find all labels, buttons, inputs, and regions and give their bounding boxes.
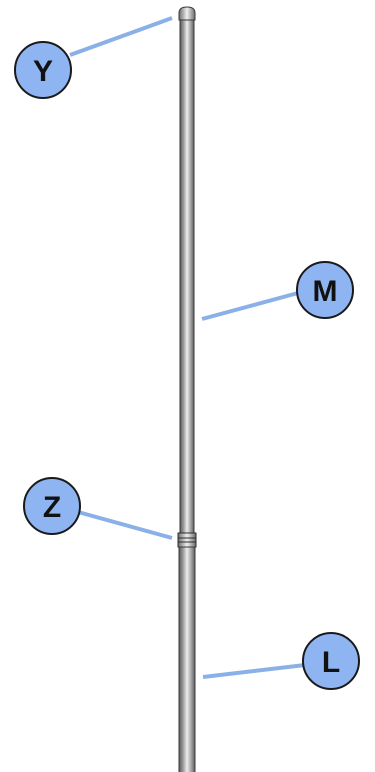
- callout-m-label: M: [313, 275, 338, 308]
- leader-line-z: [77, 510, 173, 540]
- callout-l: L: [302, 632, 360, 690]
- callout-z-label: Z: [43, 491, 61, 524]
- callout-y: Y: [14, 41, 72, 99]
- upper-mast-section: [179, 17, 195, 539]
- leader-line-l: [202, 663, 306, 679]
- mast-top-cap: [178, 6, 196, 21]
- mast-coupling-joint: [177, 532, 197, 548]
- leader-line-m: [201, 291, 299, 321]
- lower-mast-section: [178, 546, 196, 772]
- callout-l-label: L: [322, 646, 340, 679]
- callout-z: Z: [23, 477, 81, 535]
- leader-line-y: [69, 16, 173, 57]
- callout-m: M: [296, 261, 354, 319]
- callout-y-label: Y: [33, 55, 53, 88]
